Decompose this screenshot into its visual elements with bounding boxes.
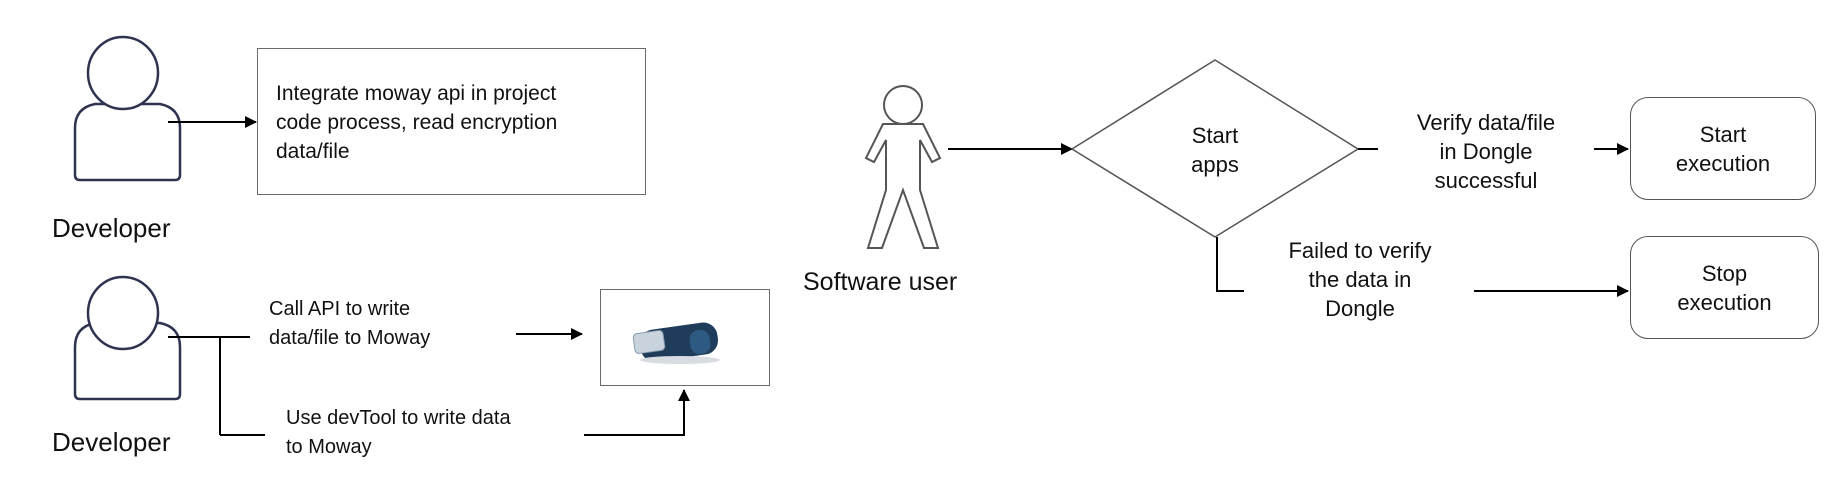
usb-dongle-icon <box>632 322 720 364</box>
developer-bottom-connectors <box>168 336 265 436</box>
connector-decision-to-failed-label <box>1216 237 1244 292</box>
developer-bottom-person-icon <box>73 275 182 401</box>
verify-failed-label: Failed to verify the data in Dongle <box>1288 238 1432 321</box>
developer-top-person-icon <box>73 35 182 182</box>
start-execution-box: Start execution <box>1630 97 1816 200</box>
start-apps-label: Start apps <box>1191 123 1239 177</box>
developer-bottom-label: Developer <box>52 427 171 457</box>
integrate-api-text: Integrate moway api in project code proc… <box>276 82 558 163</box>
integrate-api-box: Integrate moway api in project code proc… <box>257 48 646 195</box>
usb-dongle-box <box>600 289 770 386</box>
verify-success-label: Verify data/file in Dongle successful <box>1416 110 1556 193</box>
software-user-stick-figure-icon <box>864 85 942 249</box>
software-user-label: Software user <box>803 268 958 296</box>
stop-execution-box: Stop execution <box>1630 236 1819 339</box>
arrow-devtool-to-usb <box>584 389 690 436</box>
developer-top-label: Developer <box>52 213 171 243</box>
use-devtool-label: Use devTool to write data to Moway <box>286 407 511 458</box>
start-apps-decision-diamond <box>1070 59 1360 238</box>
call-api-label: Call API to write data/file to Moway <box>269 298 431 349</box>
